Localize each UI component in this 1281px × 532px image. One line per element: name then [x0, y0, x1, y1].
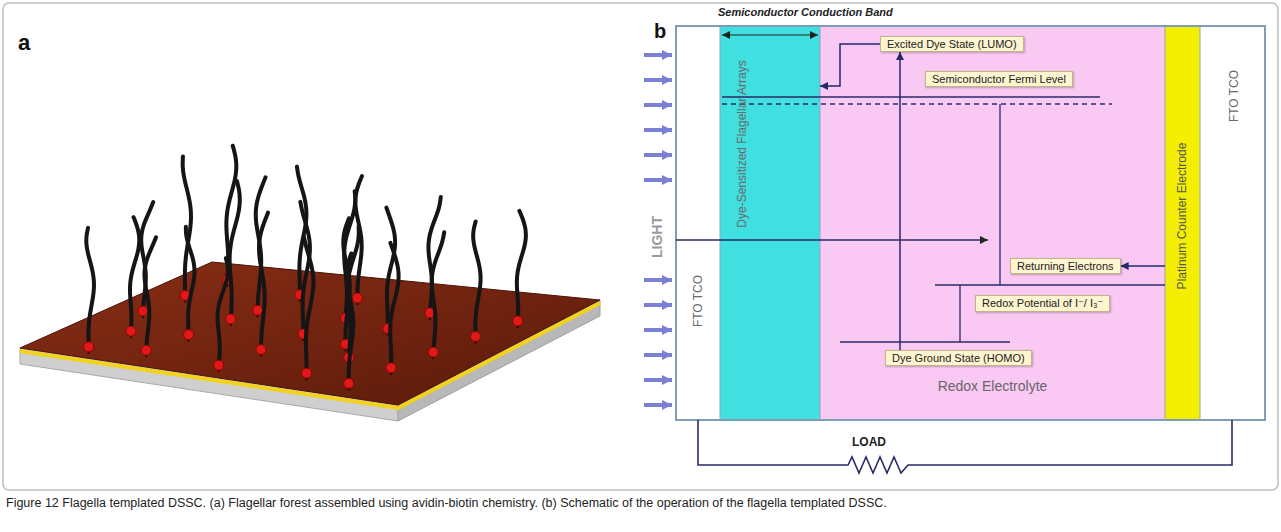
flagellum [218, 258, 228, 365]
flagellum [86, 228, 94, 347]
avidin-biotin-dot [513, 316, 523, 326]
avidin-biotin-dot [302, 368, 312, 378]
band-label: Dye-Sensitized Flagellar Arrays [735, 60, 749, 227]
avidin-biotin-dot [352, 293, 362, 303]
flagellum [230, 181, 240, 319]
avidin-biotin-dot [256, 345, 266, 355]
panel-letter: b [654, 20, 666, 43]
fermi-level-line [722, 96, 1100, 97]
level-label: Returning Electrons [1017, 260, 1114, 272]
figure-border [3, 3, 1278, 490]
light-arrow [644, 128, 672, 132]
load-label: LOAD [852, 435, 886, 449]
light-arrow [644, 103, 672, 107]
energy-level-box: Redox Potential of I⁻/ I₃⁻ [975, 295, 1110, 312]
flagellum [432, 232, 445, 352]
band-divider [820, 26, 821, 420]
light-arrow [644, 53, 672, 57]
avidin-biotin-dot [428, 347, 438, 357]
light-arrow [644, 328, 672, 332]
light-arrow [644, 178, 672, 182]
avidin-biotin-dot [214, 360, 224, 370]
band-divider [1200, 26, 1201, 420]
energy-level-box: Dye Ground State (HOMO) [885, 350, 1032, 366]
flagellum [473, 222, 480, 337]
electrode-band: FTO TCO [1200, 26, 1265, 420]
energy-level-box: Semiconductor Fermi Level [925, 71, 1073, 87]
light-arrow [644, 153, 672, 157]
avidin-biotin-dot [138, 306, 148, 316]
level-label: Dye Ground State (HOMO) [892, 352, 1025, 364]
energy-level-box: Returning Electrons [1010, 258, 1121, 274]
cell-frame [676, 26, 1265, 420]
band-label: Redox Electrolyte [820, 378, 1165, 394]
light-arrow [644, 303, 672, 307]
avidin-biotin-dot [84, 342, 94, 352]
flagellum [186, 227, 195, 335]
light-arrow [644, 403, 672, 407]
flagellum [304, 237, 314, 373]
level-label: Redox Potential of I⁻/ I₃⁻ [982, 297, 1103, 309]
energy-level-box: Excited Dye State (LUMO) [880, 36, 1024, 52]
electrode-band: FTO TCO [676, 26, 720, 420]
flagellum [130, 217, 139, 331]
light-arrow [644, 78, 672, 82]
flagellum [347, 253, 354, 383]
avidin-biotin-dot [253, 305, 263, 315]
band-label: FTO TCO [1227, 70, 1241, 122]
load-circuit [698, 420, 1232, 473]
avidin-biotin-dot [141, 345, 151, 355]
substrate-top [20, 262, 600, 405]
flagellum [259, 213, 268, 350]
flagellum [390, 243, 398, 368]
electron-flow-arrow [899, 52, 901, 350]
level-link [999, 104, 1000, 285]
avidin-biotin-dot [226, 314, 236, 324]
ground-state-line [840, 341, 1010, 342]
redox-level-line [935, 284, 1165, 285]
electron-flow-arrow [1121, 265, 1165, 267]
electron-flow-arrow [820, 44, 880, 86]
band-label: FTO TCO [691, 275, 705, 327]
band-divider [720, 26, 721, 420]
light-arrow [644, 353, 672, 357]
avidin-biotin-dot [386, 363, 396, 373]
avidin-biotin-dot [470, 332, 480, 342]
light-path [676, 239, 988, 240]
electrolyte-region: Redox Electrolyte Excited Dye State (LUMO… [820, 26, 1165, 420]
fermi-level-dashed [722, 103, 1112, 104]
flagellum [517, 211, 526, 321]
avidin-biotin-dot [126, 326, 136, 336]
panel-letter: a [18, 30, 30, 56]
light-arrow [644, 278, 672, 282]
flagellum [144, 237, 156, 350]
level-link [959, 285, 960, 342]
avidin-biotin-dot [344, 378, 354, 388]
band-caption: Semiconductor Conduction Band [718, 6, 893, 18]
band-label: Platinum Counter Electrode [1175, 143, 1189, 290]
dye-band: Dye-Sensitized Flagellar Arrays [720, 26, 820, 420]
level-label: Semiconductor Fermi Level [932, 73, 1066, 85]
light-label: LIGHT [649, 216, 665, 258]
width-arrow [722, 34, 818, 35]
figure-caption: Figure 12 Flagella templated DSSC. (a) F… [6, 495, 1272, 511]
level-label: Excited Dye State (LUMO) [887, 38, 1017, 50]
avidin-biotin-dot [184, 330, 194, 340]
band-divider [1165, 26, 1166, 420]
counter-electrode-band: Platinum Counter Electrode [1165, 26, 1200, 420]
light-arrow [644, 378, 672, 382]
